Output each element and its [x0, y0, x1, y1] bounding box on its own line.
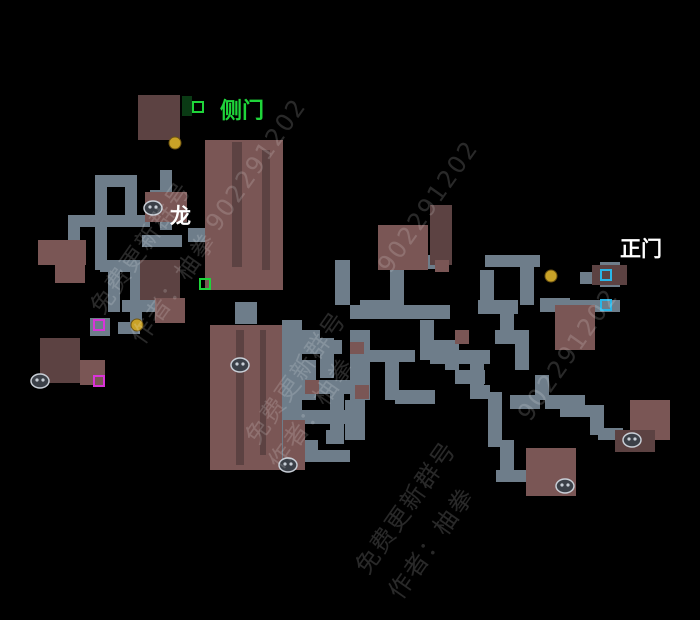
- enemy-skull-4: [278, 457, 298, 473]
- room-17: [555, 305, 595, 350]
- room-7: [140, 260, 180, 300]
- corridor-segment-2: [125, 175, 137, 220]
- room-5: [38, 240, 86, 265]
- corridor-segment-52: [535, 375, 549, 400]
- corridor-segment-9: [122, 300, 157, 312]
- gold-token-3: [544, 269, 558, 283]
- markers-layer: [30, 96, 642, 494]
- enemy-skull-5: [622, 432, 642, 448]
- corridor-segment-28: [335, 260, 350, 305]
- corridor-segment-64: [300, 450, 350, 462]
- dragon-label: 龙: [170, 204, 191, 228]
- magenta-marker-2: [93, 375, 105, 387]
- room-2: [232, 142, 242, 267]
- corridor-segment-46: [515, 330, 529, 370]
- room-11: [210, 325, 282, 470]
- corridor-segment-7: [108, 262, 120, 312]
- corridor-segment-51: [510, 395, 540, 409]
- green-door-frame: [182, 96, 192, 116]
- corridor-segment-23: [300, 410, 360, 424]
- main-door-label: 正门: [620, 237, 662, 261]
- enemy-skull-6: [555, 478, 575, 494]
- room-22: [350, 342, 364, 354]
- room-16: [430, 205, 452, 265]
- gold-token-2: [130, 318, 144, 332]
- room-1: [205, 140, 283, 290]
- corridor-segment-5: [68, 215, 80, 247]
- room-12: [236, 330, 244, 465]
- corridor-segment-65: [326, 430, 344, 444]
- corridor-segment-50: [496, 470, 526, 482]
- green-door-marker-2: [199, 278, 211, 290]
- corridor-segment-47: [470, 385, 490, 399]
- room-8: [155, 298, 185, 323]
- green-door-marker-1: [192, 101, 204, 113]
- room-15: [378, 225, 428, 270]
- corridor-segment-55: [590, 405, 604, 435]
- corridor-segment-16: [235, 302, 257, 324]
- corridor-segment-63: [395, 390, 435, 404]
- cyan-door-marker-1: [600, 269, 612, 281]
- corridor-segment-62: [385, 355, 399, 400]
- room-23: [355, 385, 369, 399]
- room-6: [55, 265, 85, 283]
- corridor-segment-13: [188, 228, 208, 242]
- room-26: [455, 330, 469, 344]
- magenta-marker-1: [93, 319, 105, 331]
- enemy-skull-3: [230, 357, 250, 373]
- gold-token-1: [168, 136, 182, 150]
- room-0: [138, 95, 180, 140]
- room-10: [80, 360, 105, 385]
- room-3: [262, 150, 270, 270]
- corridor-segment-48: [488, 392, 502, 447]
- corridor-segment-10: [142, 235, 182, 247]
- side-door-label: 侧门: [220, 99, 265, 124]
- room-network: [38, 95, 670, 496]
- enemy-skull-2: [30, 373, 50, 389]
- room-13: [260, 330, 266, 455]
- room-18: [592, 265, 627, 285]
- corridor-segment-39: [470, 355, 484, 390]
- corridor-segment-4: [68, 215, 128, 227]
- corridor-segment-43: [520, 255, 534, 305]
- corridor-segment-31: [390, 270, 404, 315]
- room-25: [435, 260, 449, 272]
- corridor-segment-41: [480, 270, 494, 310]
- corridor-segment-33: [410, 305, 450, 319]
- corridor-segment-27: [300, 330, 320, 340]
- enemy-skull-1: [143, 200, 163, 216]
- room-24: [305, 380, 319, 394]
- cyan-door-marker-2: [600, 299, 612, 311]
- corridor-segment-25: [320, 338, 334, 378]
